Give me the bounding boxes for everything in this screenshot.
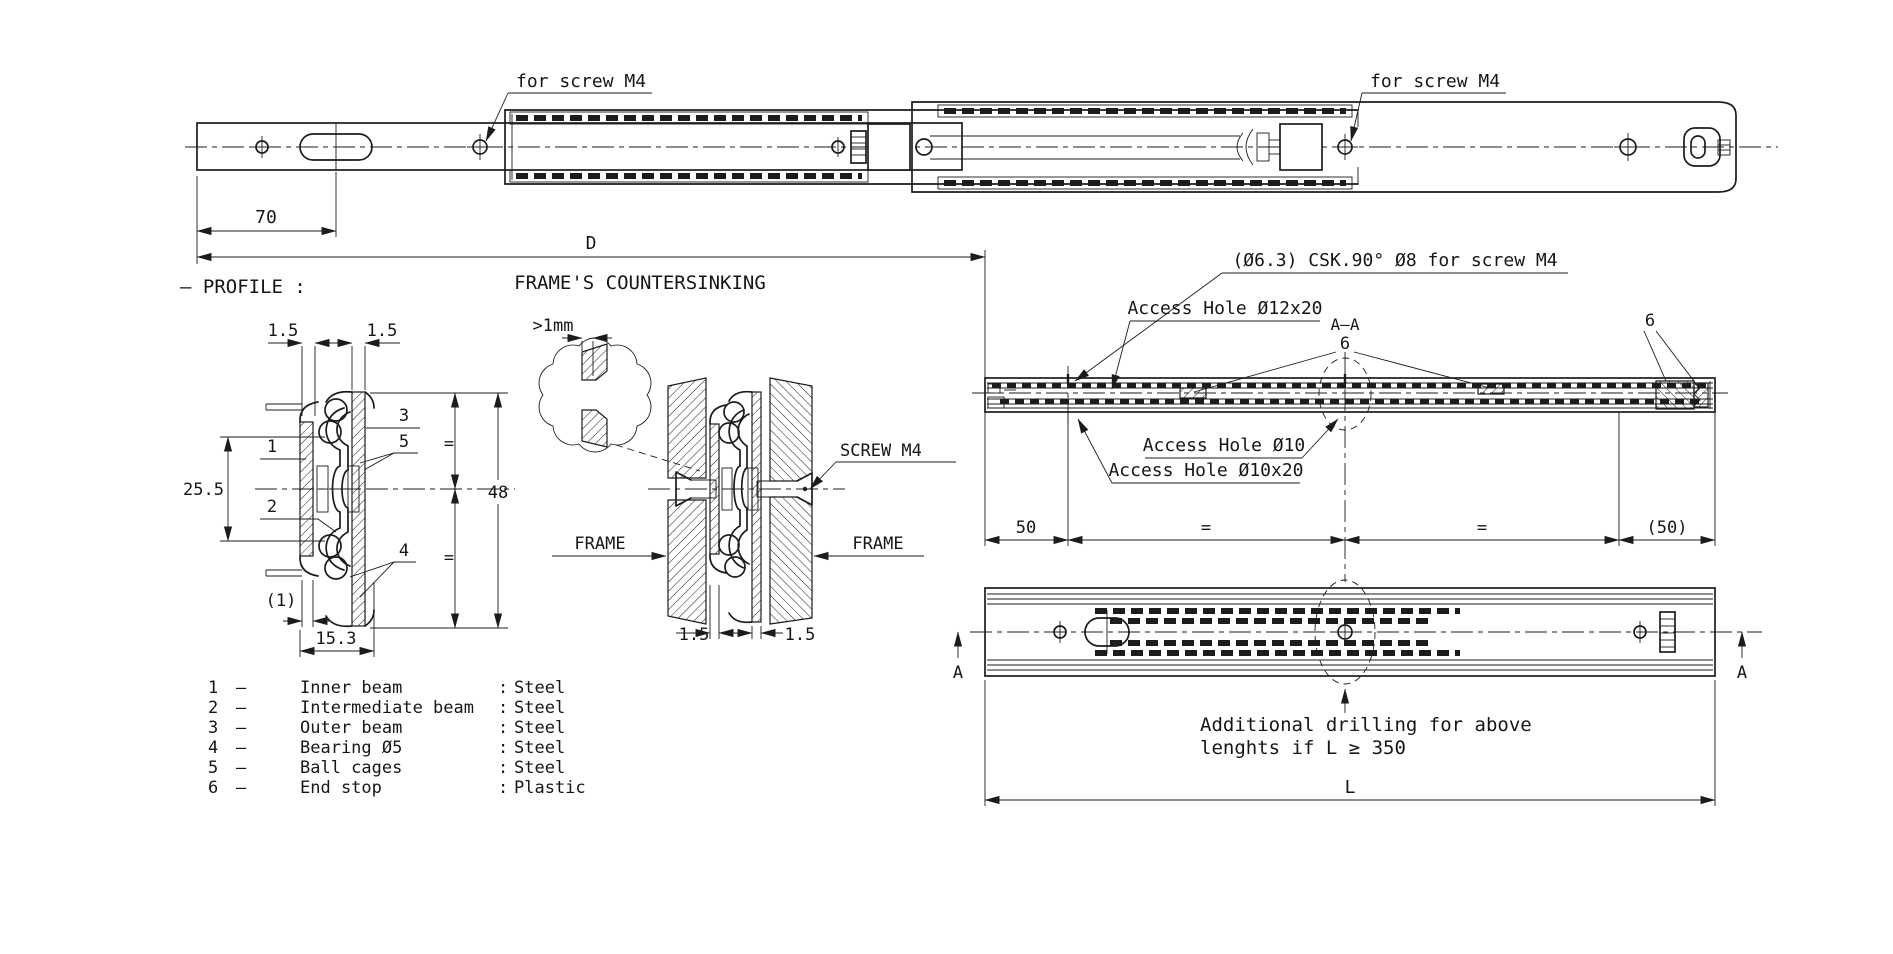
drawer-member	[911, 101, 1737, 193]
frame-plate-left	[667, 377, 707, 479]
part-dash: –	[236, 778, 247, 798]
additional-drilling-ellipse	[1314, 579, 1376, 685]
frame-label-left: FRAME	[574, 534, 625, 554]
access-hole-10-label: Access Hole Ø10	[1143, 435, 1306, 456]
part-dash: –	[236, 698, 247, 718]
dim-wall-left: 1.5	[268, 321, 299, 341]
screw-callout-left: for screw M4	[516, 71, 646, 92]
rack-detail	[1659, 611, 1676, 653]
access-hole-10x20-label: Access Hole Ø10x20	[1108, 460, 1303, 481]
bottom-view: A A Additional drilling for above lenght…	[953, 579, 1762, 806]
part-material: Steel	[514, 698, 565, 718]
end-stop-callout-right: 6	[1645, 311, 1655, 331]
section-marker-a-left: A	[953, 663, 963, 683]
equal-top: =	[444, 434, 454, 454]
cabinet-member	[196, 122, 963, 171]
countersink-title: FRAME'S COUNTERSINKING	[514, 272, 766, 294]
part-colon: :	[498, 678, 508, 698]
equal-right: =	[1477, 518, 1487, 538]
part-dash: –	[236, 678, 247, 698]
side-view: (Ø6.3) CSK.90° Ø8 for screw M4 Access Ho…	[972, 250, 1728, 582]
part-material: Plastic	[514, 778, 586, 798]
equal-bottom: =	[444, 548, 454, 568]
part-name: Inner beam	[300, 678, 402, 698]
end-stop	[1655, 380, 1711, 410]
part-material: Steel	[514, 678, 565, 698]
callout-inner-beam: 1	[267, 437, 277, 457]
dim-land: >1mm	[533, 316, 574, 336]
section-aa-ellipse	[1318, 357, 1372, 431]
junction-block	[867, 123, 911, 171]
section-marker-a-right: A	[1737, 663, 1747, 683]
part-name: Bearing Ø5	[300, 738, 402, 758]
dim-width: 15.3	[316, 629, 357, 649]
callout-ball-cages: 5	[399, 432, 409, 452]
frame-label-right: FRAME	[852, 534, 903, 554]
part-name: Intermediate beam	[300, 698, 474, 718]
csk-callout: (Ø6.3) CSK.90° Ø8 for screw M4	[1232, 250, 1557, 271]
end-fitting	[1683, 127, 1731, 167]
screw-callout-right: for screw M4	[1370, 71, 1500, 92]
part-colon: :	[498, 718, 508, 738]
part-material: Steel	[514, 738, 565, 758]
screw-m4-label: SCREW M4	[840, 441, 922, 461]
part-colon: :	[498, 778, 508, 798]
equal-left: =	[1201, 518, 1211, 538]
part-dash: –	[236, 738, 247, 758]
part-num: 3	[208, 718, 218, 738]
part-name: Ball cages	[300, 758, 402, 778]
part-dash: –	[236, 718, 247, 738]
profile-title: – PROFILE :	[180, 276, 306, 298]
parts-list: 1 – Inner beam : Steel 2 – Intermediate …	[208, 678, 586, 798]
callout-bearing: 4	[399, 541, 409, 561]
access-hole-12x20-label: Access Hole Ø12x20	[1127, 298, 1322, 319]
csk-dim-wall-left: 1.5	[679, 625, 710, 645]
dim-50-ref: (50)	[1647, 518, 1688, 538]
part-material: Steel	[514, 718, 565, 738]
screw-left	[675, 471, 717, 507]
part-num: 2	[208, 698, 218, 718]
part-material: Steel	[514, 758, 565, 778]
additional-drilling-note-line1: Additional drilling for above	[1200, 714, 1532, 736]
dim-height: 48	[488, 483, 508, 503]
frame-plate-right	[769, 377, 813, 482]
countersink-view: FRAME'S COUNTERSINKING >1mm	[514, 272, 956, 645]
part-num: 1	[208, 678, 218, 698]
outer-beam-section	[351, 391, 366, 627]
dim-inner: 25.5	[183, 480, 224, 500]
side-view-rail	[984, 377, 1716, 413]
detail-cloud	[538, 337, 652, 453]
dim-gap: (1)	[266, 591, 297, 611]
profile-view: – PROFILE : 1.5	[180, 276, 515, 657]
callout-outer-beam: 3	[399, 406, 409, 426]
section-aa-label: A–A	[1331, 315, 1360, 334]
part-colon: :	[498, 738, 508, 758]
intermediate-beam-section	[325, 407, 345, 571]
dim-70: 70	[255, 207, 277, 228]
part-colon: :	[498, 758, 508, 778]
rack-detail	[850, 130, 867, 164]
part-dash: –	[236, 758, 247, 778]
dim-d: D	[586, 233, 597, 254]
latch-detail	[1236, 128, 1280, 166]
dim-wall-right: 1.5	[367, 321, 398, 341]
dim-50: 50	[1016, 518, 1036, 538]
part-name: Outer beam	[300, 718, 402, 738]
dim-length: L	[1345, 777, 1356, 798]
part-num: 4	[208, 738, 218, 758]
end-stop-callout-center: 6	[1340, 334, 1350, 354]
part-num: 6	[208, 778, 218, 798]
csk-dim-wall-right: 1.5	[785, 625, 816, 645]
part-num: 5	[208, 758, 218, 778]
callout-intermediate-beam: 2	[267, 497, 277, 517]
inner-beam-section	[299, 421, 314, 557]
top-view-extended-slide: for screw M4 for screw M4 70 D	[185, 71, 1778, 378]
additional-drilling-note-line2: lenghts if L ≥ 350	[1200, 737, 1406, 759]
part-colon: :	[498, 698, 508, 718]
part-name: End stop	[300, 778, 382, 798]
junction-block	[1279, 123, 1323, 171]
